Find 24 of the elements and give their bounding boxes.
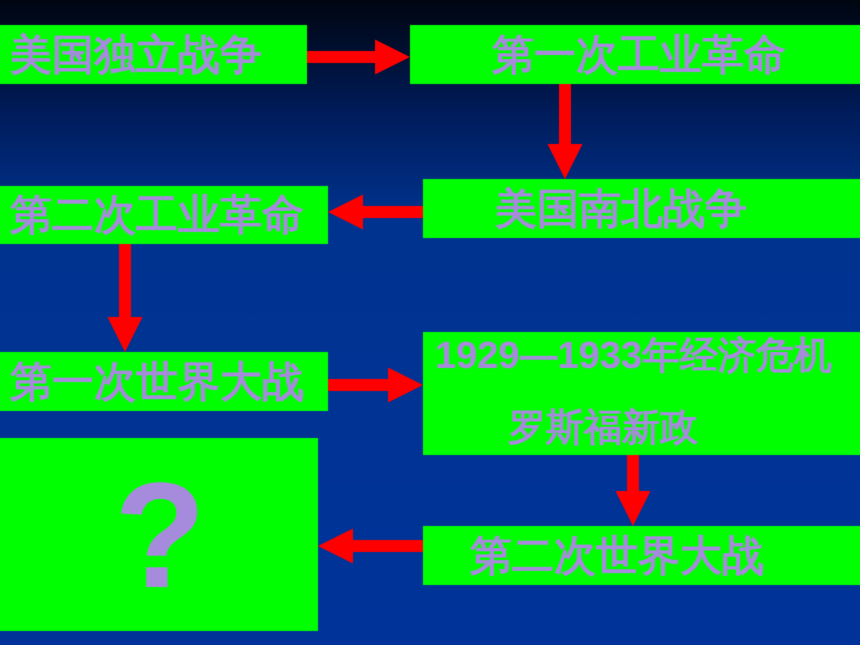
event-label: 第一次世界大战 xyxy=(9,360,304,402)
event-label: 美国南北战争 xyxy=(494,188,747,230)
event-label: 罗斯福新政 xyxy=(508,409,698,447)
arrow xyxy=(328,194,423,230)
question-box xyxy=(0,438,318,631)
arrow xyxy=(328,368,423,402)
arrow xyxy=(108,244,142,352)
event-box xyxy=(423,332,860,455)
event-box xyxy=(0,25,307,84)
question-mark: ? xyxy=(113,460,206,610)
event-label: 1929—1933年经济危机 xyxy=(435,337,832,375)
event-box xyxy=(410,25,860,84)
event-box xyxy=(0,186,328,244)
event-box xyxy=(423,179,860,238)
arrow xyxy=(318,528,423,564)
event-label: 第二次工业革命 xyxy=(9,194,304,236)
arrow xyxy=(616,455,650,526)
event-box xyxy=(0,352,328,411)
arrow xyxy=(307,40,410,74)
arrow xyxy=(548,84,582,179)
event-label: 美国独立战争 xyxy=(8,34,262,76)
event-label: 第二次世界大战 xyxy=(469,534,764,576)
event-box xyxy=(423,526,860,585)
event-label: 第一次工业革命 xyxy=(491,34,786,76)
